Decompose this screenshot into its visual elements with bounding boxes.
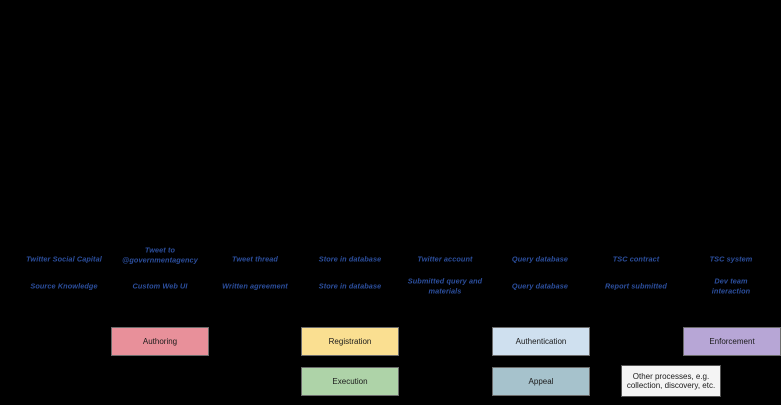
capability-label: Written agreement — [222, 281, 288, 291]
capability-label: Twitter account — [417, 254, 473, 264]
process-box-appeal[interactable]: Appeal — [492, 367, 590, 396]
capability-label: TSC system — [709, 254, 753, 264]
capability-label: Store in database — [318, 281, 382, 291]
capability-label: Report submitted — [604, 281, 668, 291]
capability-label: Dev team interaction — [711, 276, 751, 296]
capability-label: Query database — [511, 281, 569, 291]
capability-label: Custom Web UI — [132, 281, 188, 291]
process-box-execution[interactable]: Execution — [301, 367, 399, 396]
capability-label: Submitted query and materials — [407, 276, 483, 296]
capability-label: Tweet thread — [232, 254, 278, 264]
process-box-authoring[interactable]: Authoring — [111, 327, 209, 356]
process-box-other-processes[interactable]: Other processes, e.g. collection, discov… — [621, 365, 721, 397]
process-box-enforcement[interactable]: Enforcement — [683, 327, 781, 356]
capability-label: Source Knowledge — [30, 281, 98, 291]
capability-label: Twitter Social Capital — [26, 254, 102, 264]
capability-label: TSC contract — [612, 254, 660, 264]
capability-label: Store in database — [318, 254, 382, 264]
process-box-registration[interactable]: Registration — [301, 327, 399, 356]
capability-label: Query database — [511, 254, 569, 264]
capability-label: Tweet to @governmentagency — [122, 245, 198, 265]
process-box-authentication[interactable]: Authentication — [492, 327, 590, 356]
